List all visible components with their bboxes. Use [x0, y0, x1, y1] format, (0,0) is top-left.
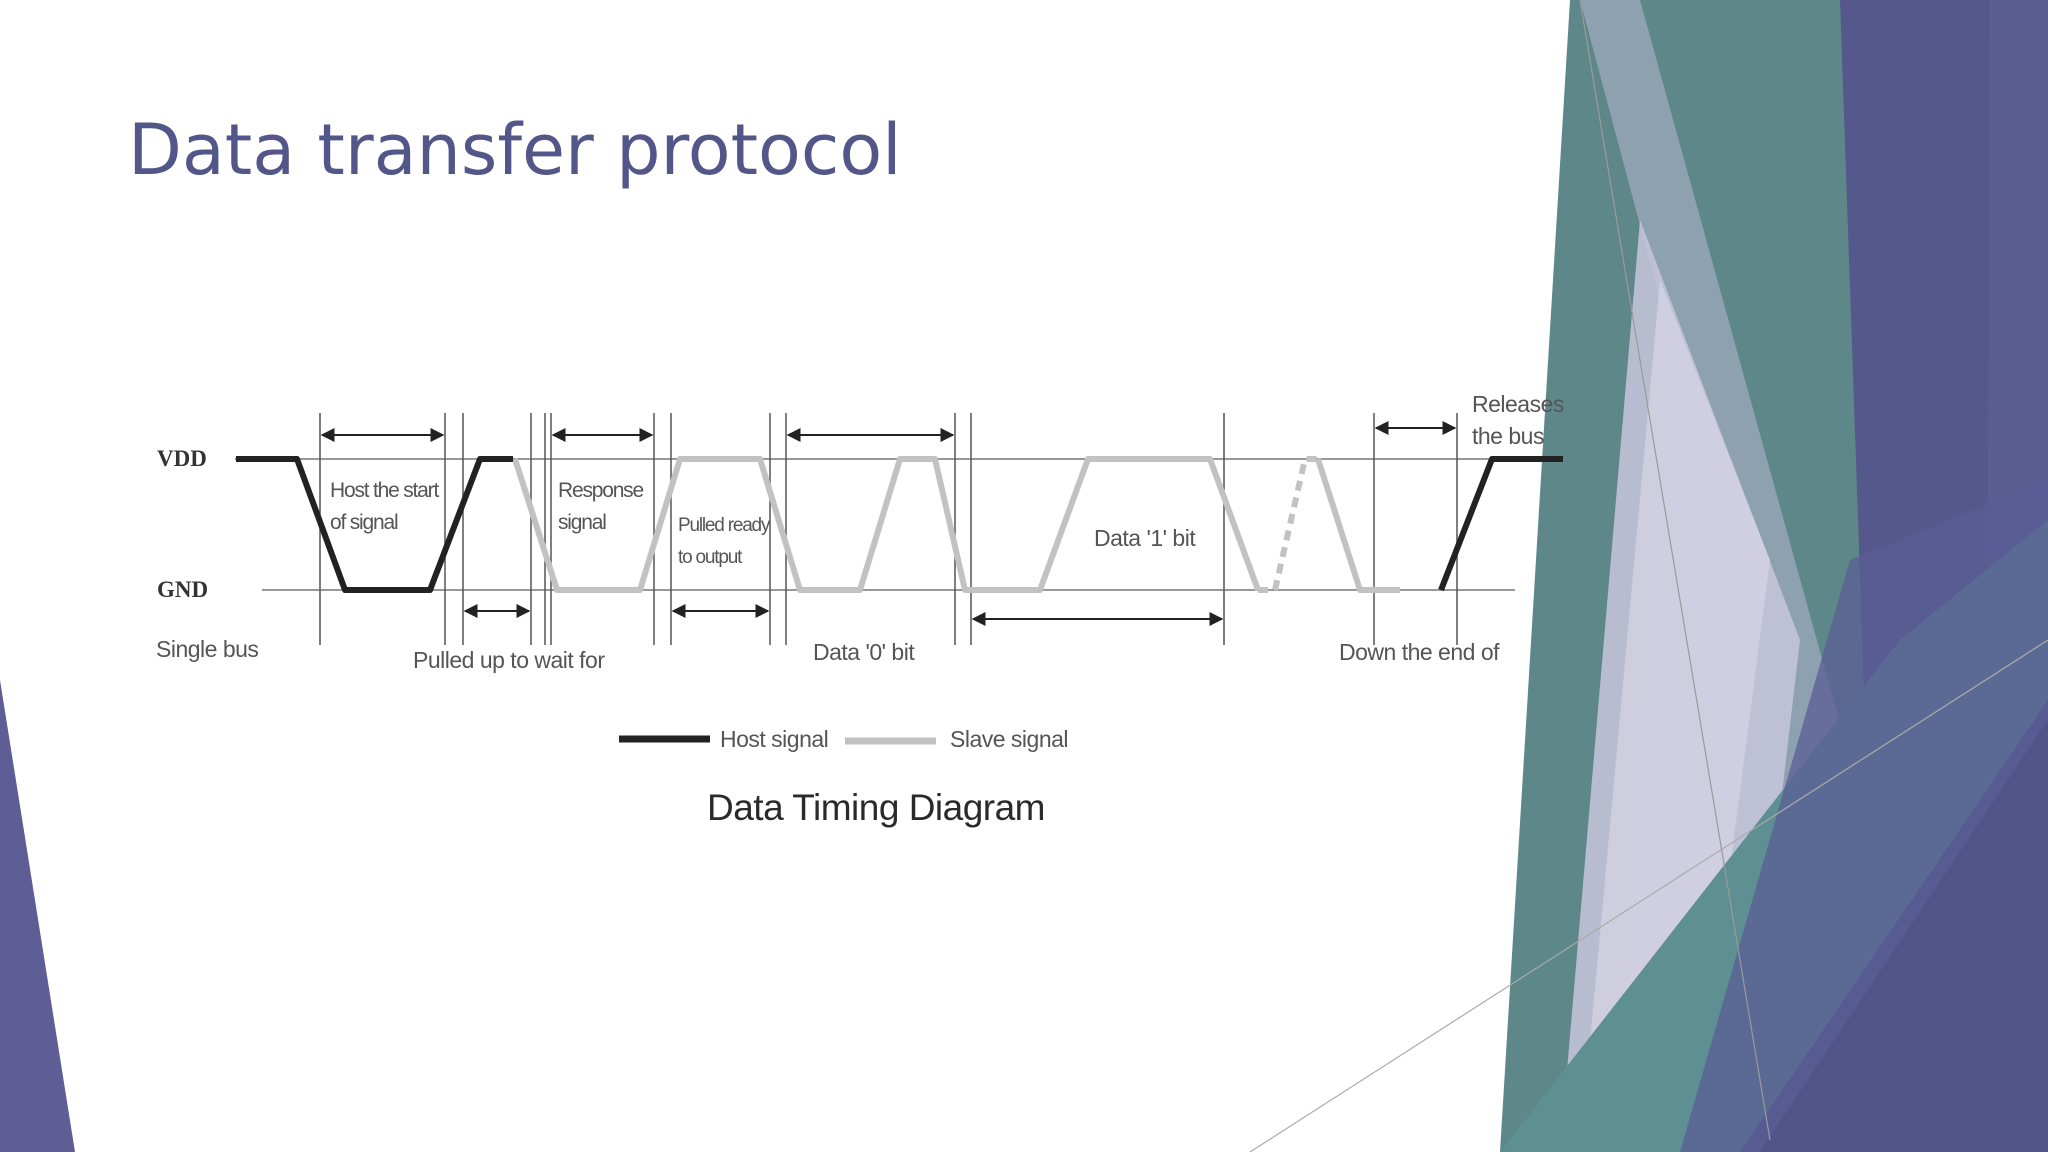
vdd-label: VDD [157, 446, 207, 471]
pulled-ready-label-line2: to output [678, 547, 743, 568]
dimension-arrows [320, 421, 1457, 626]
host-start-label-line2: of signal [330, 511, 398, 534]
single-bus-label: Single bus [156, 636, 258, 662]
releases-label-line2: the bus [1472, 423, 1544, 449]
data1-label: Data '1' bit [1094, 525, 1196, 551]
slave-signal-end [1315, 458, 1400, 593]
data0-label: Data '0' bit [813, 639, 915, 665]
slave-signal-dashed [1258, 456, 1318, 593]
down-end-label: Down the end of [1339, 639, 1500, 665]
host-signal-release [1438, 456, 1563, 592]
slave-signal-waveform [512, 456, 1261, 593]
response-label-line1: Response [558, 479, 643, 502]
diagram-caption: Data Timing Diagram [707, 787, 1045, 828]
vertical-markers [319, 413, 1458, 645]
releases-label-line1: Releases [1472, 391, 1564, 417]
pulled-ready-label-line1: Pulled ready [678, 515, 771, 536]
host-start-label-line1: Host the start [330, 479, 439, 502]
gnd-label: GND [157, 577, 208, 602]
response-label-line2: signal [558, 511, 606, 534]
legend-host-label: Host signal [720, 726, 828, 752]
host-signal-start [236, 456, 513, 593]
legend: Host signal Slave signal [619, 726, 1069, 752]
pulled-up-label: Pulled up to wait for [413, 647, 605, 673]
legend-slave-label: Slave signal [950, 726, 1068, 752]
slide-title: Data transfer protocol [128, 109, 902, 191]
